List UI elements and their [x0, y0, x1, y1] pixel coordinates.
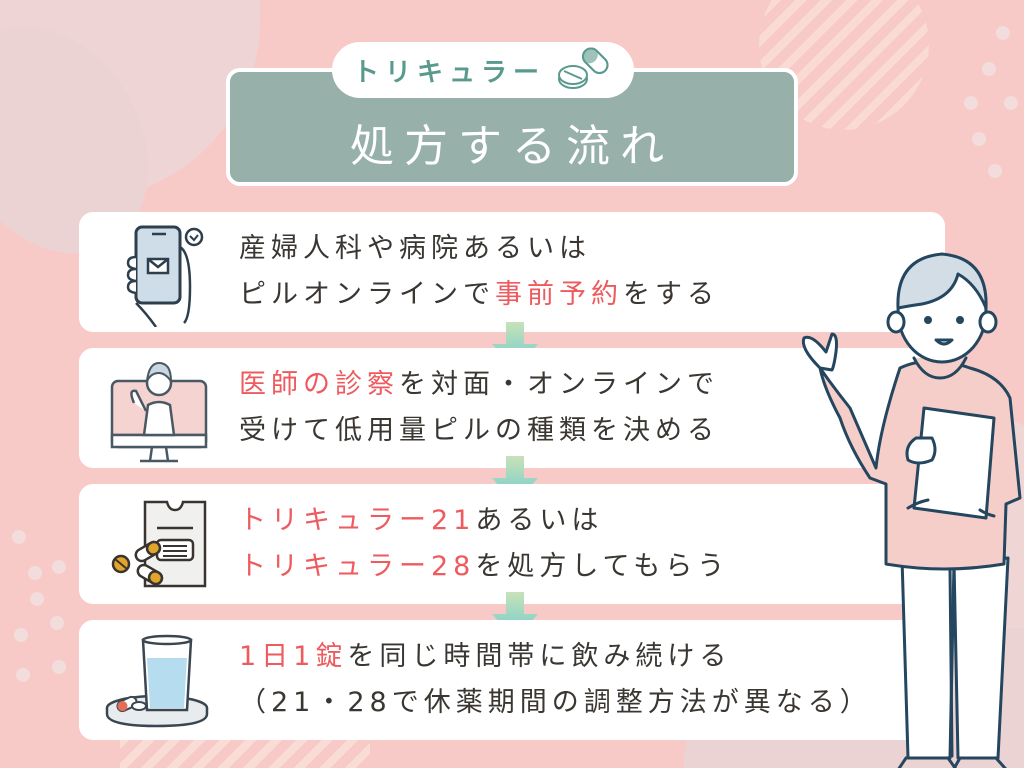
prescription-pills-icon	[79, 484, 239, 604]
background-dot	[964, 96, 978, 110]
step-line: 1日1錠を同じ時間帯に飲み続ける	[239, 641, 732, 672]
page-title: 処方する流れ	[350, 121, 674, 172]
subtitle: トリキュラー	[352, 57, 545, 88]
nurse-pointing-icon	[801, 252, 1022, 768]
highlight-text: トリキュラー21	[239, 505, 476, 536]
step-line: ピルオンラインで事前予約をする	[239, 279, 719, 310]
background-dot	[16, 668, 30, 682]
background-dot	[1004, 96, 1018, 110]
background-dot	[972, 132, 986, 146]
background-dot	[996, 26, 1010, 40]
step-text: トリキュラー21あるいは トリキュラー28を処方してもらう	[239, 498, 729, 590]
highlight-text: トリキュラー28	[239, 551, 476, 582]
arrow-down-icon	[492, 592, 538, 640]
step-text: 医師の診察を対面・オンラインで 受けて低用量ピルの種類を決める	[239, 362, 719, 454]
step-line: トリキュラー21あるいは	[239, 505, 604, 536]
background-dot	[28, 566, 42, 580]
step-line: （21・28で休薬期間の調整方法が異なる）	[239, 687, 872, 718]
step-card-2: 医師の診察を対面・オンラインで 受けて低用量ピルの種類を決める	[79, 348, 945, 468]
step-line: 産婦人科や病院あるいは	[239, 233, 591, 264]
smartphone-mail-icon	[79, 212, 239, 332]
subtitle-pill: トリキュラー	[332, 42, 634, 98]
background-dot	[52, 560, 66, 574]
doctor-monitor-icon	[79, 348, 239, 468]
background-dot	[30, 592, 44, 606]
step-text: 産婦人科や病院あるいは ピルオンラインで事前予約をする	[239, 226, 719, 318]
step-card-4: 1日1錠を同じ時間帯に飲み続ける （21・28で休薬期間の調整方法が異なる）	[79, 620, 945, 740]
background-dot	[52, 660, 66, 674]
step-card-3: トリキュラー21あるいは トリキュラー28を処方してもらう	[79, 484, 945, 604]
background-dot	[12, 530, 26, 544]
background-dot	[982, 62, 996, 76]
step-text: 1日1錠を同じ時間帯に飲み続ける （21・28で休薬期間の調整方法が異なる）	[239, 634, 872, 726]
step-line: 医師の診察を対面・オンラインで	[239, 369, 719, 400]
highlight-text: 事前予約	[495, 279, 623, 310]
arrow-down-icon	[492, 456, 538, 504]
pill-capsule-icon	[558, 47, 609, 89]
water-glass-pills-icon	[79, 620, 239, 740]
background-dot	[988, 164, 1002, 178]
highlight-text: 医師の診察	[239, 369, 399, 400]
arrow-down-icon	[492, 322, 538, 370]
step-card-1: 産婦人科や病院あるいは ピルオンラインで事前予約をする	[79, 212, 945, 332]
background-dot	[14, 628, 28, 642]
background-stripes	[120, 738, 370, 768]
background-dot	[50, 616, 64, 630]
step-line: トリキュラー28を処方してもらう	[239, 551, 730, 582]
step-line: 受けて低用量ピルの種類を決める	[239, 415, 719, 446]
highlight-text: 1日1錠	[239, 641, 348, 672]
